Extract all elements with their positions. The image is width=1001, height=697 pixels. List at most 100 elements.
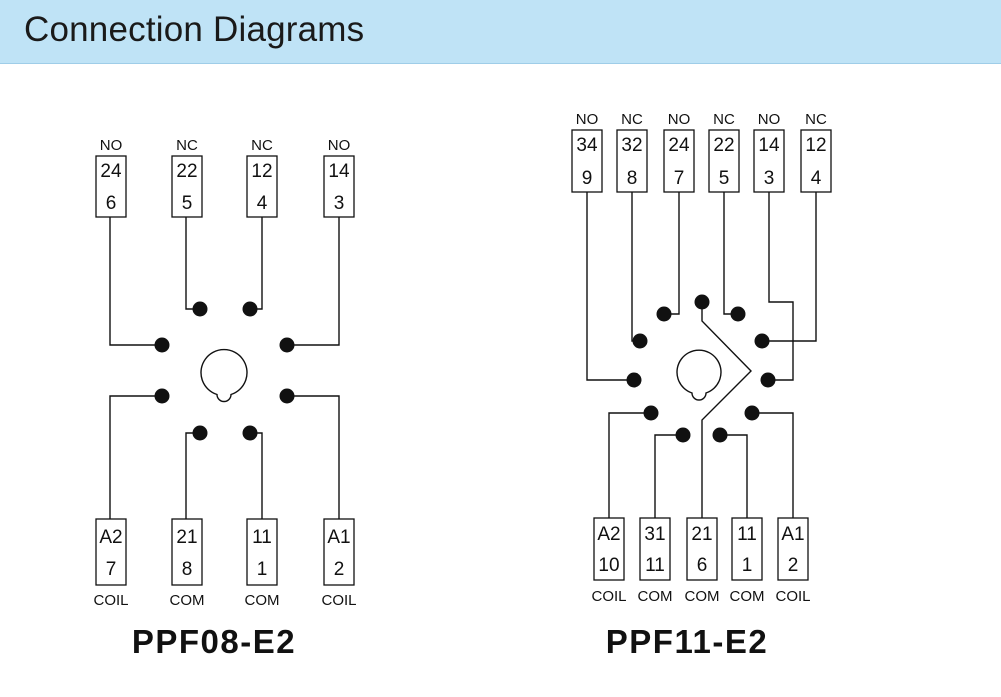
ppf11-pin-6 — [694, 294, 710, 310]
ppf11-bottom-lower-5: 2 — [788, 555, 799, 576]
ppf11-model-title: PPF11-E2 — [606, 623, 768, 660]
ppf11-pin-11 — [675, 427, 691, 443]
ppf11-top-lower-4: 5 — [719, 168, 730, 189]
ppf08-bottom-lower-3: 1 — [257, 559, 268, 580]
ppf08-top-lower-3: 4 — [257, 193, 268, 214]
page-header: Connection Diagrams — [0, 0, 1001, 64]
wire-ppf11-1 — [720, 434, 748, 518]
ppf11-top-upper-6: 12 — [805, 135, 826, 156]
ppf11-socket-key — [676, 349, 722, 401]
ppf08-top-lower-1: 6 — [106, 193, 117, 214]
ppf11-top-lower-2: 8 — [627, 168, 638, 189]
ppf11-top-box-3 — [663, 129, 695, 193]
ppf08-bottom-box-3 — [246, 518, 278, 586]
ppf08-bottom-type-2: COM — [170, 592, 205, 609]
ppf11-bottom-upper-5: A1 — [781, 524, 804, 545]
ppf11-top-type-6: NC — [805, 111, 827, 128]
ppf08-top-lower-2: 5 — [182, 193, 193, 214]
ppf11-top-upper-3: 24 — [668, 135, 690, 156]
ppf11-top-box-4 — [708, 129, 740, 193]
ppf11-pin-1 — [712, 427, 728, 443]
ppf08-top-box-4 — [323, 155, 355, 218]
ppf11-bottom-upper-3: 21 — [691, 524, 712, 545]
ppf08-bottom-box-4 — [323, 518, 355, 586]
ppf11-bottom-type-5: COIL — [775, 588, 810, 605]
ppf11-bottom-lower-3: 6 — [697, 555, 708, 576]
wire-ppf08-2 — [287, 395, 340, 519]
ppf11-bottom-upper-2: 31 — [644, 524, 665, 545]
ppf11-bottom-type-4: COM — [730, 588, 765, 605]
ppf08-bottom-box-2 — [171, 518, 203, 586]
ppf11-top-lower-1: 9 — [582, 168, 593, 189]
ppf11-top-box-6 — [800, 129, 832, 193]
ppf11-pin-4 — [754, 333, 770, 349]
ppf11-bottom-type-2: COM — [638, 588, 673, 605]
wire-ppf11-10 — [608, 412, 651, 518]
ppf11-bottom-box-5 — [777, 517, 809, 581]
ppf11-top-type-2: NC — [621, 111, 643, 128]
ppf08-bottom-lower-2: 8 — [182, 559, 193, 580]
ppf11-top-lower-6: 4 — [811, 168, 822, 189]
wire-ppf11-11 — [654, 434, 683, 518]
ppf08-bottom-upper-3: 11 — [252, 527, 272, 548]
ppf11-pin-7 — [656, 306, 672, 322]
ppf11-pin-10 — [643, 405, 659, 421]
wire-ppf08-4 — [250, 217, 263, 310]
ppf08-top-box-3 — [246, 155, 278, 218]
ppf08-pin-1 — [242, 425, 258, 441]
ppf08-top-type-4: NO — [328, 137, 351, 154]
ppf11-top-type-4: NC — [713, 111, 735, 128]
ppf08-bottom-type-3: COM — [245, 592, 280, 609]
wire-ppf08-1 — [250, 432, 263, 519]
ppf08-bottom-box-1 — [95, 518, 127, 586]
ppf11-top-box-5 — [753, 129, 785, 193]
wire-ppf08-3 — [287, 217, 340, 346]
ppf11-bottom-lower-2: 11 — [645, 555, 665, 576]
ppf11-top-upper-2: 32 — [621, 135, 642, 156]
ppf11-bottom-box-1 — [593, 517, 625, 581]
ppf11-top-type-5: NO — [758, 111, 781, 128]
ppf11-top-box-2 — [616, 129, 648, 193]
wire-ppf11-7 — [664, 192, 680, 315]
ppf08-pin-3 — [279, 337, 295, 353]
ppf11-bottom-upper-1: A2 — [597, 524, 620, 545]
ppf11-bottom-upper-4: 11 — [737, 524, 757, 545]
ppf08-top-type-3: NC — [251, 137, 273, 154]
ppf08-top-lower-4: 3 — [334, 193, 345, 214]
wire-ppf11-9 — [586, 192, 634, 381]
ppf11-bottom-box-3 — [686, 517, 718, 581]
wire-ppf11-2 — [752, 412, 794, 518]
ppf11-pin-2 — [744, 405, 760, 421]
ppf11-top-box-1 — [571, 129, 603, 193]
ppf11-top-upper-5: 14 — [758, 135, 780, 156]
ppf08-top-type-2: NC — [176, 137, 198, 154]
ppf11-pin-3 — [760, 372, 776, 388]
wire-ppf11-5 — [723, 192, 738, 315]
wire-ppf08-6 — [109, 217, 162, 346]
ppf11-pin-5 — [730, 306, 746, 322]
page-title: Connection Diagrams — [24, 10, 365, 49]
ppf11-top-lower-3: 7 — [674, 168, 685, 189]
ppf08-top-box-1 — [95, 155, 127, 218]
ppf08-bottom-lower-1: 7 — [106, 559, 117, 580]
ppf08-bottom-upper-2: 21 — [176, 527, 197, 548]
wire-ppf08-8 — [185, 432, 200, 519]
wire-ppf11-6 — [701, 302, 752, 518]
ppf11-bottom-type-3: COM — [685, 588, 720, 605]
ppf08-bottom-upper-1: A2 — [99, 527, 122, 548]
ppf11-bottom-box-2 — [639, 517, 671, 581]
ppf08-pin-4 — [242, 301, 258, 317]
ppf08-bottom-type-1: COIL — [93, 592, 128, 609]
ppf08-bottom-lower-4: 2 — [334, 559, 345, 580]
ppf11-top-type-3: NO — [668, 111, 691, 128]
wire-ppf08-7 — [109, 395, 162, 519]
ppf11-wires — [586, 192, 817, 518]
ppf08-top-upper-1: 24 — [100, 161, 122, 182]
ppf08-pin-5 — [192, 301, 208, 317]
ppf08-top-type-1: NO — [100, 137, 123, 154]
ppf08-pin-8 — [192, 425, 208, 441]
ppf11-top-upper-4: 22 — [713, 135, 734, 156]
ppf11-bottom-type-1: COIL — [591, 588, 626, 605]
ppf11-top-upper-1: 34 — [576, 135, 598, 156]
